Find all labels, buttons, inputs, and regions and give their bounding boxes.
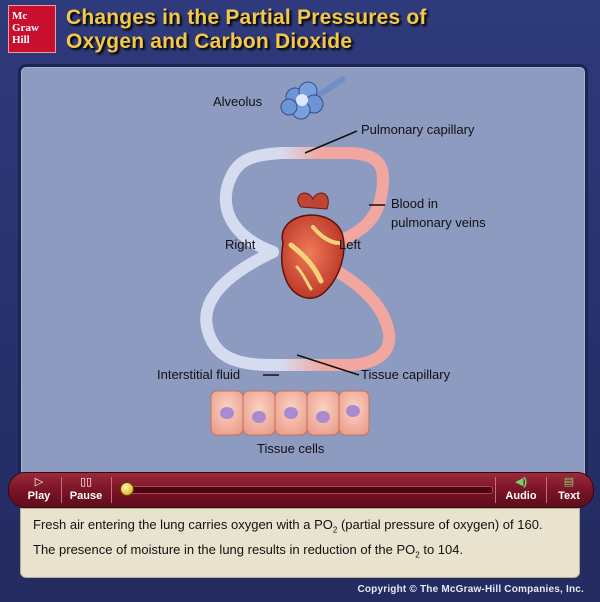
pause-button[interactable]: ▯▯ Pause — [64, 476, 108, 504]
leader-line — [296, 354, 360, 376]
caption-subscript: 2 — [332, 525, 338, 535]
playback-controls: ▷ Play ▯▯ Pause ◀) Audio ▤ Text — [8, 472, 594, 508]
label-blood-in: Blood in — [391, 196, 438, 211]
text-label: Text — [558, 490, 580, 502]
title-line-1: Changes in the Partial Pressures of — [66, 6, 427, 29]
circulation-diagram — [200, 76, 396, 436]
caption-subscript: O — [405, 541, 416, 557]
label-interstitial-fluid: Interstitial fluid — [157, 367, 241, 382]
divider — [495, 477, 496, 503]
divider — [546, 477, 547, 503]
title-line-2: Oxygen and Carbon Dioxide — [66, 30, 353, 53]
mcgraw-hill-logo: Mc Graw Hill — [8, 5, 56, 53]
leader-line — [304, 130, 358, 154]
text-icon: ▤ — [563, 476, 575, 488]
divider — [61, 477, 62, 503]
logo-line: Graw — [12, 22, 39, 34]
label-pulmonary-veins: pulmonary veins — [391, 215, 486, 230]
pulmonary-circuit — [219, 147, 390, 258]
label-right: Right — [225, 237, 256, 252]
caption-subscript: 2 — [415, 550, 420, 560]
label-left: Left — [339, 237, 361, 252]
label-tissue-capillary: Tissue capillary — [361, 367, 451, 382]
audio-label: Audio — [505, 490, 537, 502]
play-button[interactable]: ▷ Play — [19, 476, 59, 504]
progress-track[interactable] — [121, 486, 493, 494]
alveolus-icon — [280, 76, 346, 120]
caption-text: to 104. — [419, 541, 464, 557]
copyright-notice: Copyright © The McGraw-Hill Companies, I… — [357, 584, 584, 595]
label-tissue-cells: Tissue cells — [257, 441, 325, 456]
caption-text: (partial pressure of oxygen) of 160. The… — [33, 517, 543, 557]
animation-stage: Alveolus Pulmonary capillary Blood in pu… — [18, 64, 588, 482]
progress-scrubber[interactable] — [120, 482, 134, 496]
page-title: Changes in the Partial Pressures of Oxyg… — [66, 6, 586, 54]
caption-panel: Fresh air entering the lung carries oxyg… — [20, 508, 580, 578]
systemic-circuit — [200, 246, 396, 371]
logo-line: Mc — [12, 10, 28, 22]
heart-illustration — [280, 192, 345, 299]
logo-line: Hill — [12, 34, 30, 46]
label-alveolus: Alveolus — [213, 94, 263, 109]
text-button[interactable]: ▤ Text — [549, 476, 589, 504]
pause-label: Pause — [69, 490, 103, 502]
divider — [111, 477, 112, 503]
pause-icon: ▯▯ — [79, 476, 93, 488]
label-pulmonary-capillary: Pulmonary capillary — [361, 122, 475, 137]
play-icon: ▷ — [34, 476, 44, 488]
caption-subscript: O — [322, 517, 333, 532]
caption-text: Fresh air entering the lung carries oxyg… — [33, 517, 323, 532]
play-label: Play — [27, 490, 51, 502]
tissue-cells-illustration — [210, 390, 370, 436]
audio-button[interactable]: ◀) Audio — [498, 476, 544, 504]
speaker-icon: ◀) — [514, 476, 528, 488]
